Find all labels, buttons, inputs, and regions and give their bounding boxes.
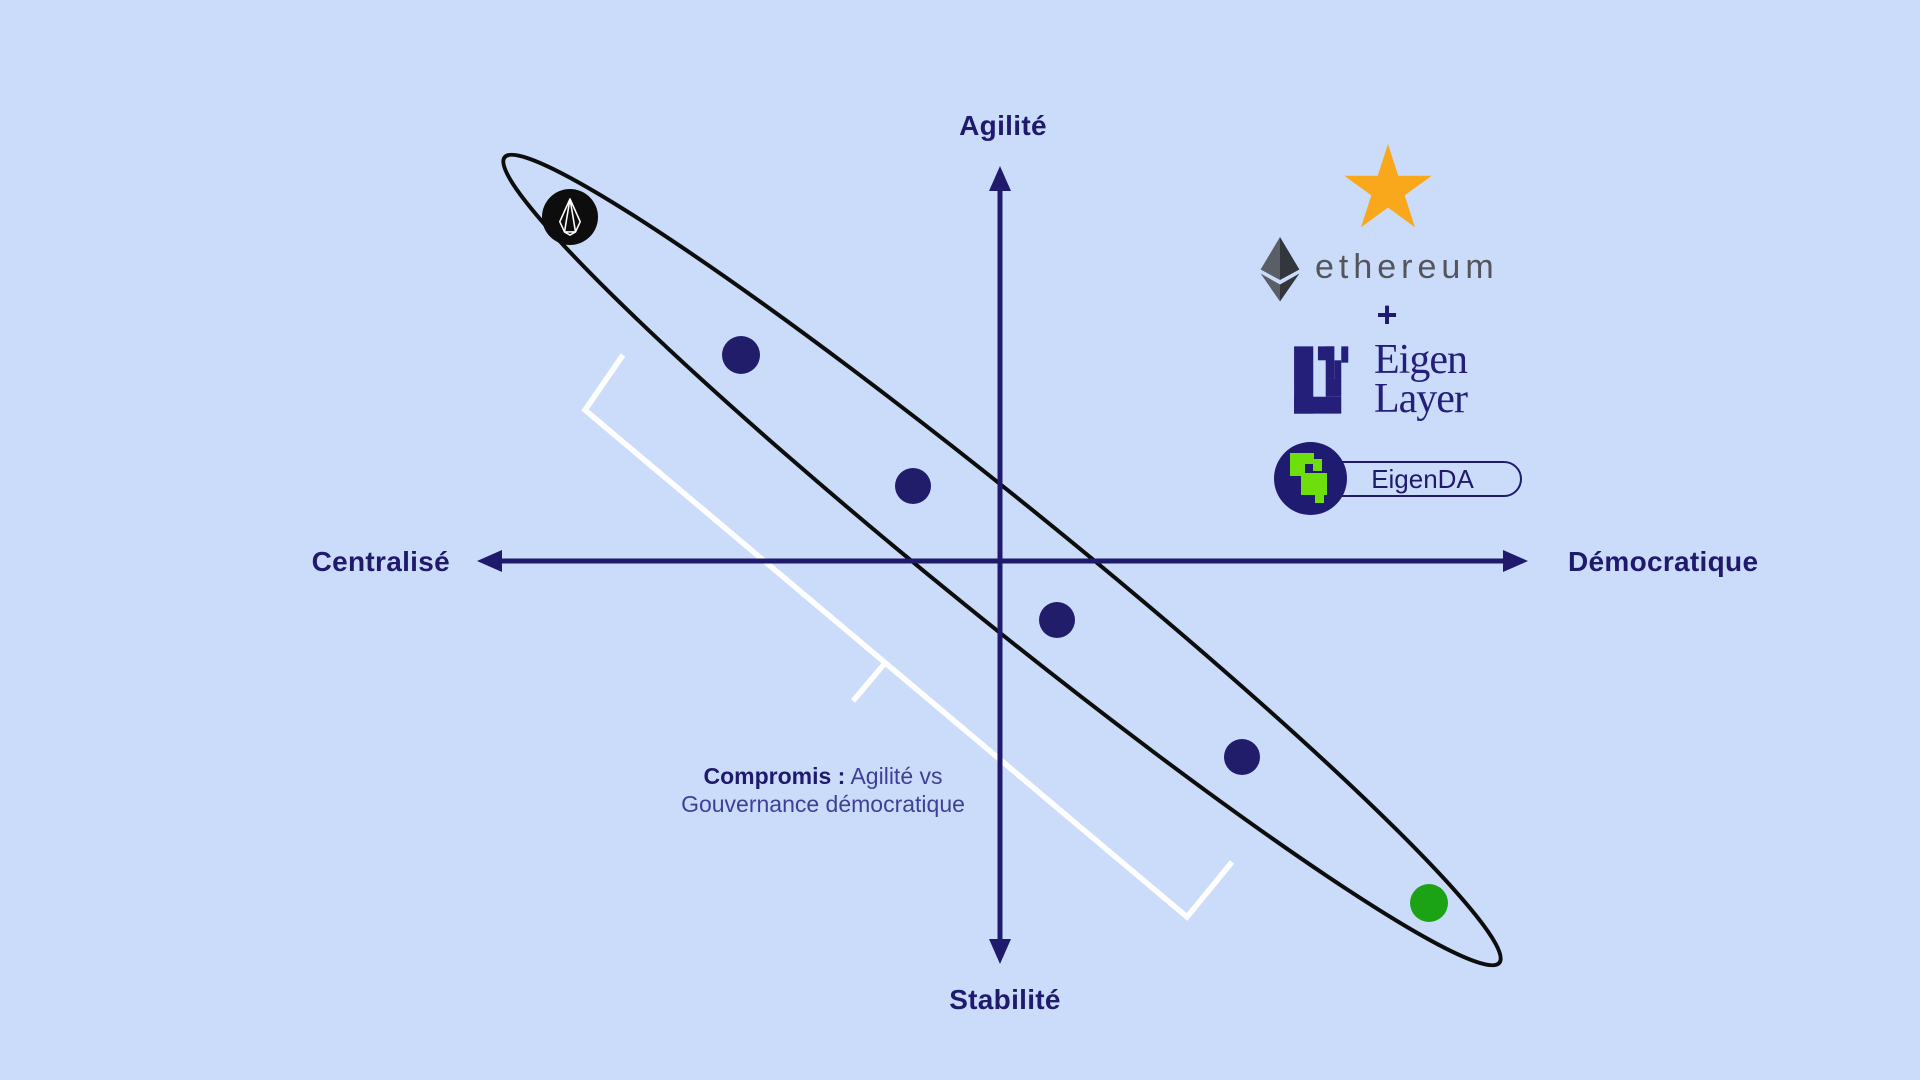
ethereum-wordmark: ethereum: [1315, 247, 1499, 286]
eigenlayer-wordmark-line2: Layer: [1374, 376, 1468, 422]
eigenda-label: EigenDA: [1371, 463, 1474, 494]
eos-point: [542, 189, 598, 245]
eigenda-logo: EigenDA: [1274, 442, 1522, 522]
eos-icon: [559, 198, 581, 236]
plus-sign: +: [1376, 294, 1398, 335]
eigenlayer-wordmark: Eigen Layer: [1374, 337, 1468, 422]
ethereum-logo: ethereum: [1257, 236, 1499, 302]
data-point: [1410, 884, 1448, 922]
ethereum-diamond-icon: [1260, 237, 1300, 302]
data-point: [722, 336, 760, 374]
eigenlayer-logo: Eigen Layer: [1292, 337, 1468, 424]
eigenda-mark-icon: [1274, 442, 1347, 515]
eigenlayer-wordmark-line1: Eigen: [1374, 337, 1468, 383]
data-point: [895, 468, 931, 504]
data-point: [1224, 739, 1260, 775]
eigenlayer-mark-icon: [1294, 346, 1349, 414]
data-point: [1039, 602, 1075, 638]
star-icon: [1340, 140, 1436, 237]
